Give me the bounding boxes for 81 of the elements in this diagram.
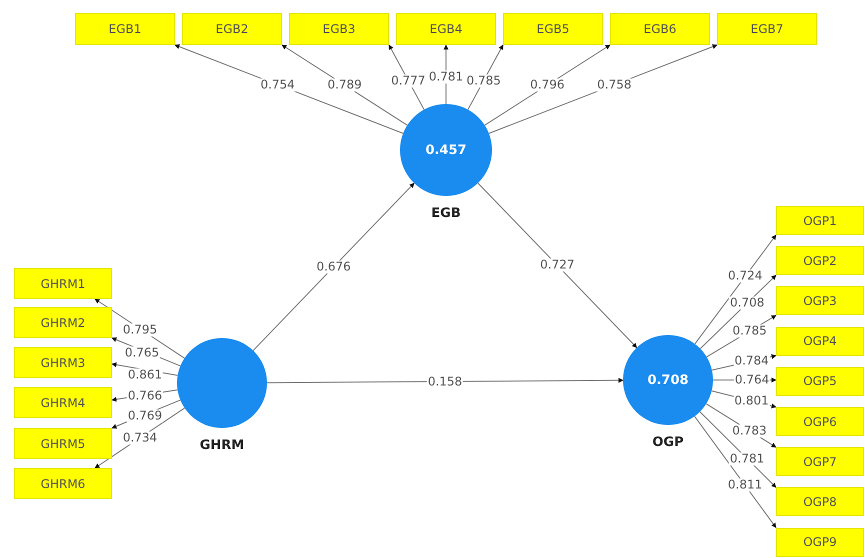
arrow — [694, 416, 776, 528]
indicator-label: GHRM3 — [40, 356, 86, 370]
indicator-label: EGB2 — [216, 22, 248, 36]
construct-name: GHRM — [200, 438, 244, 453]
edge-label: 0.158 — [426, 375, 464, 388]
edge-label: 0.796 — [529, 78, 566, 92]
indicator-label: OGP2 — [803, 254, 837, 268]
indicator-label: EGB7 — [750, 22, 784, 36]
construct-circle — [623, 335, 713, 425]
edge-label: 0.801 — [733, 394, 770, 408]
indicator-box — [14, 347, 112, 378]
indicator-label: GHRM2 — [40, 316, 86, 330]
indicator-label: OGP1 — [803, 214, 837, 228]
edge-label: 0.708 — [729, 296, 766, 310]
indicator-label: OGP4 — [803, 334, 837, 348]
indicator-box — [503, 13, 603, 45]
indicator-box — [14, 387, 112, 418]
indicator-box — [717, 13, 817, 45]
indicator-label: OGP3 — [803, 294, 837, 308]
indicator-label: OGP8 — [803, 494, 837, 509]
construct-circle — [400, 104, 492, 196]
edge-label: 0.777 — [390, 74, 426, 87]
indicator-box — [776, 528, 864, 557]
indicator-box — [182, 13, 282, 45]
arrow — [694, 234, 776, 344]
indicator-label: OGP5 — [803, 374, 837, 388]
edge-label: 0.795 — [122, 324, 158, 336]
indicator-box — [776, 246, 864, 276]
edge-label: 0.783 — [731, 424, 768, 438]
indicator-label: GHRM1 — [40, 276, 86, 290]
edge-label: 0.781 — [728, 452, 766, 466]
edge-label: 0.789 — [326, 78, 363, 92]
edge-label: 0.861 — [126, 368, 164, 382]
indicator-box — [14, 307, 112, 338]
indicator-label: OGP9 — [803, 535, 837, 550]
construct-name: OGP — [652, 435, 684, 450]
edge-label: 0.754 — [259, 78, 296, 92]
indicator-label: EGB3 — [322, 22, 356, 36]
indicator-box — [776, 326, 864, 356]
r-squared-value: 0.457 — [425, 142, 467, 158]
indicator-box — [14, 268, 112, 299]
edge-label: 0.758 — [596, 78, 633, 92]
indicator-box — [289, 13, 389, 45]
indicator-label: EGB4 — [430, 22, 462, 36]
indicator-box — [776, 487, 864, 516]
arrow — [477, 182, 638, 348]
construct-name: EGB — [431, 206, 461, 221]
edge-label: 0.784 — [733, 354, 770, 368]
edge-label: 0.781 — [428, 70, 464, 84]
edge-label: 0.811 — [726, 478, 764, 492]
edge-label: 0.785 — [466, 74, 502, 87]
indicator-box — [14, 468, 112, 499]
indicator-label: EGB5 — [536, 22, 570, 36]
edge-label: 0.765 — [124, 346, 160, 360]
indicator-label: GHRM4 — [40, 396, 86, 410]
edge-label: 0.734 — [122, 432, 158, 444]
edge-label: 0.766 — [126, 390, 164, 402]
indicator-box — [776, 407, 864, 436]
edge-label: 0.727 — [539, 258, 576, 272]
indicator-label: OGP7 — [803, 454, 837, 469]
indicator-box — [776, 366, 864, 396]
indicator-box — [14, 428, 112, 459]
arrow — [266, 378, 624, 384]
indicator-box — [75, 13, 175, 45]
edge-label: 0.676 — [315, 260, 352, 274]
edge-label: 0.769 — [126, 410, 164, 422]
indicator-box — [776, 447, 864, 476]
indicator-box — [776, 286, 864, 316]
indicator-label: EGB1 — [108, 22, 142, 36]
indicator-box — [396, 13, 496, 45]
indicator-label: EGB6 — [644, 22, 676, 36]
r-squared-value: 0.708 — [647, 372, 689, 388]
edge-label: 0.785 — [731, 324, 768, 338]
edge-label: 0.764 — [734, 374, 770, 386]
indicator-label: GHRM6 — [40, 476, 86, 490]
arrow — [252, 182, 415, 352]
indicator-label: OGP6 — [803, 414, 837, 428]
indicator-box — [610, 13, 710, 45]
indicator-label: GHRM5 — [40, 436, 86, 450]
indicator-box — [776, 206, 864, 235]
edge-label: 0.724 — [727, 270, 764, 283]
